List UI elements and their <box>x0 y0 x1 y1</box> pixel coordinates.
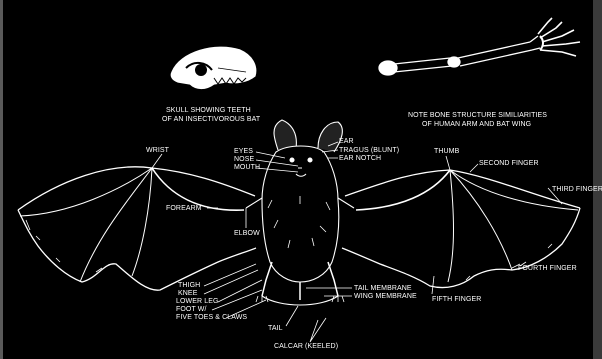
label-ear-notch: EAR NOTCH <box>339 155 381 163</box>
label-eyes: EYES <box>234 148 253 156</box>
label-wing-membrane: WING MEMBRANE <box>354 293 417 301</box>
label-tail: TAIL <box>268 325 283 333</box>
label-fifth-finger: FIFTH FINGER <box>432 296 481 304</box>
skull-illustration <box>171 47 256 88</box>
label-forearm: FOREARM <box>166 205 202 213</box>
label-foot-line1: FOOT W/ <box>176 306 207 314</box>
left-wing <box>18 167 256 290</box>
label-mouth: MOUTH <box>234 164 260 172</box>
label-wrist: WRIST <box>146 147 169 155</box>
bones-caption-line2: OF HUMAN ARM AND BAT WING <box>422 121 531 129</box>
label-thumb: THUMB <box>434 148 459 156</box>
label-thigh: THIGH <box>178 282 200 290</box>
bones-caption-line1: NOTE BONE STRUCTURE SIMILIARITIES <box>408 112 547 120</box>
label-second-finger: SECOND FINGER <box>479 160 539 168</box>
label-elbow: ELBOW <box>234 230 260 238</box>
skull-caption-line1: SKULL SHOWING TEETH <box>166 107 251 115</box>
bat-body <box>246 120 354 305</box>
label-third-finger: THIRD FINGER <box>552 186 602 194</box>
label-foot-line2: FIVE TOES & CLAWS <box>176 314 247 322</box>
label-knee: KNEE <box>178 290 197 298</box>
label-tail-membrane: TAIL MEMBRANE <box>354 285 412 293</box>
label-calcar: CALCAR (KEELED) <box>274 343 338 351</box>
label-fourth-finger: FOURTH FINGER <box>518 265 577 273</box>
label-tragus: TRAGUS (BLUNT) <box>339 147 399 155</box>
label-lower-leg: LOWER LEG <box>176 298 219 306</box>
label-nose: NOSE <box>234 156 254 164</box>
skull-caption-line2: OF AN INSECTIVOROUS BAT <box>162 116 260 124</box>
human-arm-bones-illustration <box>379 18 580 75</box>
label-ear: EAR <box>339 138 354 146</box>
